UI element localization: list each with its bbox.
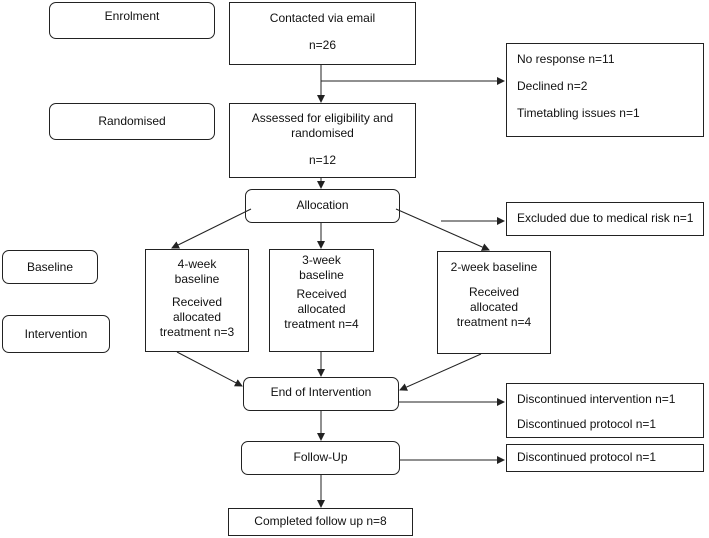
discontinued-followup-box: Discontinued protocol n=1 [506, 444, 704, 472]
group-3-week-title-1: 3-week [302, 253, 341, 267]
exclusion-declined: Declined n=2 [517, 79, 588, 93]
follow-up-label: Follow-Up [293, 450, 348, 464]
assessed-line1: Assessed for eligibility and [251, 111, 394, 125]
discontinued-intervention-label: Discontinued intervention n=1 [517, 392, 676, 406]
stage-intervention: Intervention [2, 315, 110, 353]
completed-label: Completed follow up n=8 [254, 514, 387, 528]
group-4-week: 4-week baseline Received allocated treat… [145, 249, 249, 352]
arrow-4-week-to-end [176, 351, 243, 387]
group-3-week-rx-2: allocated [297, 302, 346, 316]
group-4-week-title-1: 4-week [177, 257, 217, 271]
assessed-line2: randomised [291, 126, 354, 140]
stage-randomised-label: Randomised [98, 114, 166, 128]
arrow-allocation-to-4-week [171, 208, 252, 249]
group-3-week-title-2: baseline [299, 268, 344, 282]
group-4-week-rx-2: allocated [172, 310, 222, 324]
group-4-week-rx-1: Received [171, 295, 223, 309]
discontinued-intervention-box: Discontinued intervention n=1 Discontinu… [506, 383, 704, 438]
assessed-box: Assessed for eligibility and randomised … [229, 103, 416, 178]
end-of-intervention-box: End of Intervention [243, 377, 399, 411]
stage-enrolment-label: Enrolment [104, 9, 160, 23]
group-2-week-rx-3: treatment n=4 [456, 315, 532, 329]
stage-randomised: Randomised [49, 103, 215, 140]
contacted-label: Contacted via email [269, 11, 376, 25]
group-3-week-rx-3: treatment n=4 [284, 317, 359, 331]
end-of-intervention-label: End of Intervention [270, 385, 372, 399]
contacted-count: n=26 [308, 38, 337, 52]
group-2-week-title-1: 2-week baseline [450, 260, 538, 274]
discontinued-followup-label: Discontinued protocol n=1 [517, 450, 657, 464]
allocation-label: Allocation [296, 198, 349, 212]
follow-up-box: Follow-Up [241, 441, 400, 475]
completed-box: Completed follow up n=8 [228, 508, 413, 536]
exclusion-timetabling: Timetabling issues n=1 [517, 106, 640, 120]
stage-baseline-label: Baseline [26, 260, 74, 274]
group-4-week-rx-3: treatment n=3 [159, 325, 235, 339]
group-2-week-rx-2: allocated [469, 300, 519, 314]
arrow-2-week-to-end [399, 353, 482, 391]
allocation-box: Allocation [245, 189, 400, 223]
excluded-medical-box: Excluded due to medical risk n=1 [506, 202, 704, 236]
exclusion-box-enrolment: No response n=11 Declined n=2 Timetablin… [506, 43, 704, 137]
contacted-box: Contacted via email n=26 [229, 2, 416, 65]
group-3-week-rx-1: Received [296, 287, 347, 301]
assessed-count: n=12 [308, 153, 337, 167]
group-3-week: 3-week baseline Received allocated treat… [269, 249, 374, 352]
discontinued-protocol-label-1: Discontinued protocol n=1 [517, 417, 657, 431]
exclusion-no-response: No response n=11 [517, 52, 615, 66]
group-2-week-rx-1: Received [468, 285, 520, 299]
stage-intervention-label: Intervention [24, 327, 88, 341]
stage-baseline: Baseline [2, 250, 98, 284]
stage-enrolment: Enrolment [49, 2, 215, 39]
group-2-week: 2-week baseline Received allocated treat… [437, 251, 551, 354]
excluded-medical-label: Excluded due to medical risk n=1 [517, 211, 694, 225]
arrow-allocation-to-2-week [395, 208, 490, 251]
group-4-week-title-2: baseline [174, 272, 220, 286]
